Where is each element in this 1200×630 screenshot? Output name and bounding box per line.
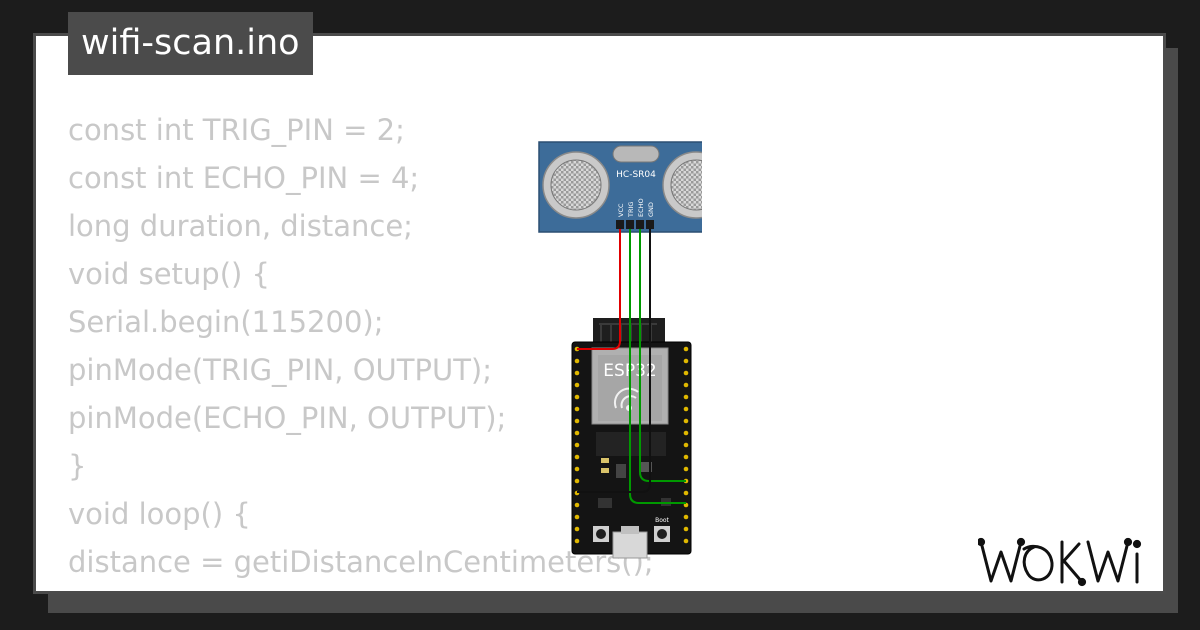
code-line: pinMode(TRIG_PIN, OUTPUT); [68,353,493,387]
wokwi-logo [978,537,1142,587]
pin-label-gnd: GND [647,202,655,217]
pin-header-left [574,346,580,544]
code-snippet: const int TRIG_PIN = 2; const int ECHO_P… [68,106,734,591]
code-line: Serial.println("Distance: " + String(dis… [68,586,734,591]
code-line: void loop() { [68,497,251,531]
code-line: distance = getiDistanceInCentimeters(); [68,545,654,579]
transducer-left [542,151,610,219]
code-line: const int TRIG_PIN = 2; [68,113,405,147]
wires[interactable] [577,229,686,504]
preview-card: const int TRIG_PIN = 2; const int ECHO_P… [33,33,1166,594]
button-en[interactable] [593,526,609,542]
pin-header-right [683,346,689,544]
wire-echo [639,229,686,482]
code-line: pinMode(ECHO_PIN, OUTPUT); [68,401,507,435]
code-line: Serial.begin(115200); [68,305,384,339]
wire-trig [629,229,686,504]
code-line: } [68,449,87,483]
sensor-label: HC-SR04 [616,170,656,180]
button-boot[interactable] [654,526,670,542]
pin-label-echo: ECHO [637,198,645,217]
esp32-board[interactable]: ESP32 Boot [571,318,692,559]
code-line: long duration, distance; [68,209,413,243]
hc-sr04-sensor[interactable]: HC-SR04 VCC TRIG ECHO GND [538,141,702,233]
code-line: void setup() { [68,257,270,291]
sketch-title: wifi-scan.ino [68,12,313,75]
wire-gnd [577,229,651,493]
pin-label-trig: TRIG [627,202,635,218]
wire-vcc [577,229,621,350]
pin-label-vcc: VCC [617,203,625,217]
usb-port [612,526,648,559]
boot-label: Boot [655,517,669,524]
transducer-right [662,151,702,219]
sensor-pin-header [616,220,654,229]
circuit-diagram: HC-SR04 VCC TRIG ECHO GND ESP32 [538,141,702,559]
code-line: const int ECHO_PIN = 4; [68,161,420,195]
